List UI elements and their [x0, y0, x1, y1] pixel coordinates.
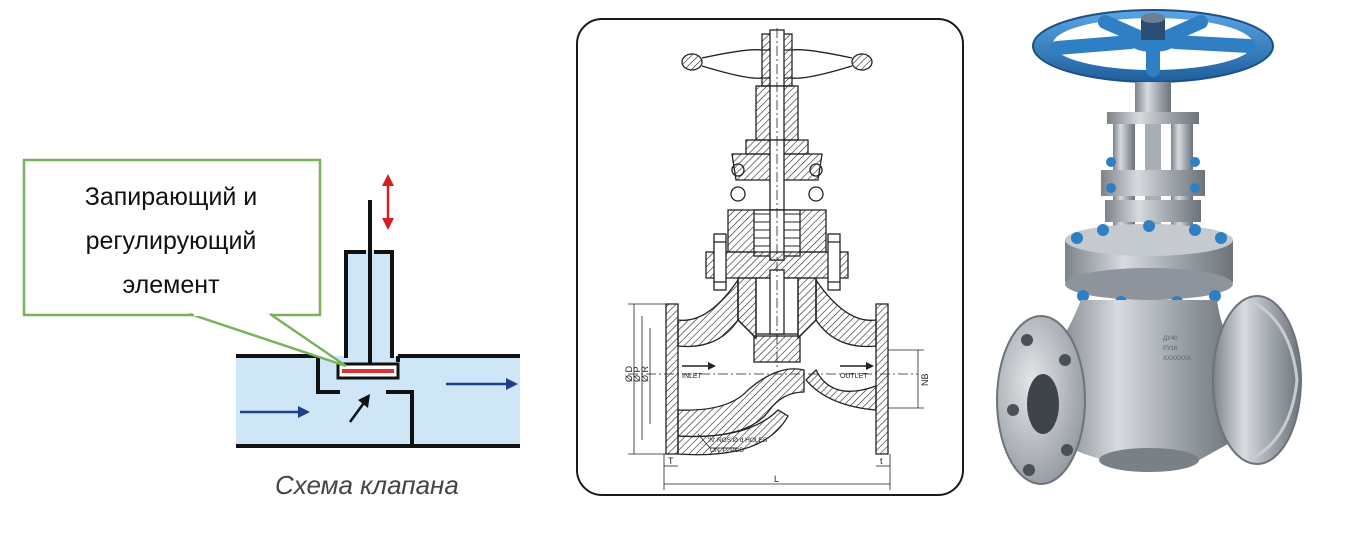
- valve-disc-seal: [342, 369, 394, 373]
- schematic-caption: Схема клапана: [275, 470, 459, 500]
- yoke: [1101, 82, 1205, 234]
- inlet-label: INLET: [682, 373, 703, 380]
- outlet-flange: [1212, 295, 1302, 465]
- dim-r-label: Ø R: [640, 365, 650, 382]
- body-stamp-2: РУ16: [1163, 346, 1178, 352]
- callout-label: Запирающий и регулирующий элемент: [84, 183, 258, 299]
- holes-note-line-2: ON 'P' PCD: [710, 447, 744, 454]
- valve-schematic-panel: Запирающий и регулирующий элемент Схема …: [0, 0, 560, 536]
- body-stamp-3: ХХХХХХХ: [1163, 356, 1191, 362]
- dim-d-label: Ø D: [624, 365, 634, 382]
- outlet-label: OUTLET: [840, 373, 868, 380]
- holes-note-line-1: 'N' NOS.Ø d HOLES: [708, 437, 768, 444]
- inlet-flange: [996, 315, 1086, 485]
- flow-arrow-seat: [348, 394, 370, 423]
- dim-t-right-label: t: [880, 456, 883, 466]
- technical-drawing-frame: INLET OUTLET Ø D Ø P Ø R NB L T t 'N' NO…: [576, 18, 964, 496]
- flow-arrow-inlet: [240, 406, 310, 418]
- valve-body: ДУ40 РУ16 ХХХХХХХ: [1055, 300, 1235, 472]
- callout-box: [22, 158, 322, 317]
- stem-motion-arrow: [382, 174, 394, 230]
- body-stamp-1: ДУ40: [1163, 336, 1178, 342]
- valve-body-section: [665, 277, 889, 456]
- bonnet-walls: [344, 250, 394, 358]
- valve-seat-walls: [316, 356, 414, 446]
- flow-arrow-outlet: [446, 378, 518, 390]
- dim-p-label: Ø P: [632, 366, 642, 382]
- dimension-lines: [628, 303, 924, 490]
- valve-schematic-diagram: [22, 158, 520, 448]
- dim-l-label: L: [774, 474, 779, 484]
- technical-drawing: INLET OUTLET Ø D Ø P Ø R NB L T t 'N' NO…: [624, 28, 930, 490]
- valve-3d-render: ДУ40 РУ16 ХХХХХХХ: [996, 9, 1302, 485]
- bonnet-flange: [1065, 220, 1233, 308]
- callout-pointer: [189, 312, 347, 368]
- valve-render-panel: ДУ40 РУ16 ХХХХХХХ: [985, 0, 1325, 536]
- handwheel: [1032, 9, 1274, 83]
- dim-nb-label: NB: [920, 373, 930, 386]
- dim-t-left-label: T: [668, 456, 674, 466]
